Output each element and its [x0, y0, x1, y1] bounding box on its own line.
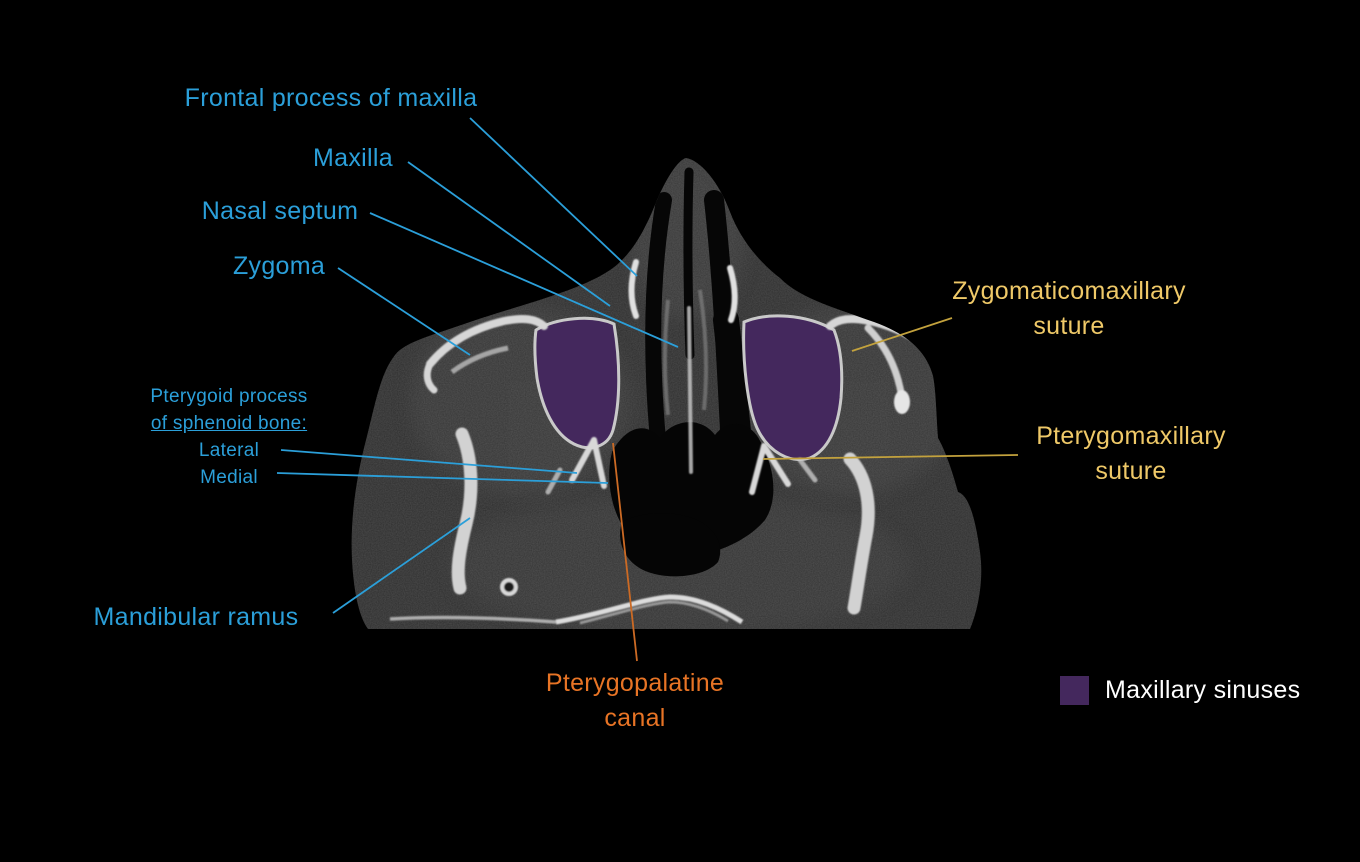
maxillary-sinus-swatch	[1060, 676, 1089, 705]
leader-frontal-process	[469, 117, 638, 277]
legend-maxillary-sinuses: Maxillary sinuses	[1060, 676, 1300, 705]
leader-pterygomaxillary	[762, 454, 1019, 460]
label-frontal-process-of-maxilla: Frontal process of maxilla	[184, 84, 478, 112]
leader-zygoma	[337, 267, 471, 356]
label-pterygoid-heading-line2: of sphenoid bone:	[150, 413, 308, 434]
label-pterygopalatine-line1: Pterygopalatine	[545, 669, 725, 697]
leader-lines	[276, 117, 1019, 662]
label-mandibular-ramus: Mandibular ramus	[93, 603, 299, 631]
label-maxilla: Maxilla	[313, 144, 393, 172]
label-nasal-septum: Nasal septum	[201, 197, 359, 225]
maxillary-sinuses-highlight	[533, 314, 844, 461]
right-maxillary-sinus	[742, 314, 844, 461]
label-pterygoid-medial: Medial	[200, 467, 258, 488]
label-pterygomaxillary-line2: suture	[1095, 457, 1167, 485]
left-maxillary-sinus	[533, 316, 621, 450]
label-pterygoid-lateral: Lateral	[198, 440, 260, 461]
legend-label: Maxillary sinuses	[1105, 676, 1301, 704]
label-zygomaticomaxillary-line1: Zygomaticomaxillary	[952, 277, 1186, 305]
label-zygoma: Zygoma	[232, 252, 326, 280]
label-pterygomaxillary-suture: Pterygomaxillary suture	[1036, 419, 1226, 489]
leader-nasal-septum	[369, 212, 679, 348]
leader-lateral-pterygoid	[280, 449, 578, 474]
label-pterygopalatine-line2: canal	[604, 704, 666, 732]
label-zygomaticomaxillary-suture: Zygomaticomaxillary suture	[952, 274, 1186, 344]
leader-medial-pterygoid	[276, 472, 609, 484]
leader-pterygopalatine	[612, 442, 638, 662]
label-zygomaticomaxillary-line2: suture	[1033, 312, 1105, 340]
leader-mandibular-ramus	[332, 517, 471, 614]
label-pterygopalatine-canal: Pterygopalatine canal	[546, 666, 724, 736]
bone-structures	[389, 259, 951, 625]
label-pterygoid-heading-line1: Pterygoid process	[150, 386, 308, 407]
label-pterygomaxillary-line1: Pterygomaxillary	[1036, 422, 1226, 450]
leader-maxilla	[407, 161, 611, 307]
label-pterygoid-process-group: Pterygoid process of sphenoid bone: Late…	[150, 383, 307, 491]
leader-zygomaticomaxillary	[851, 317, 953, 352]
